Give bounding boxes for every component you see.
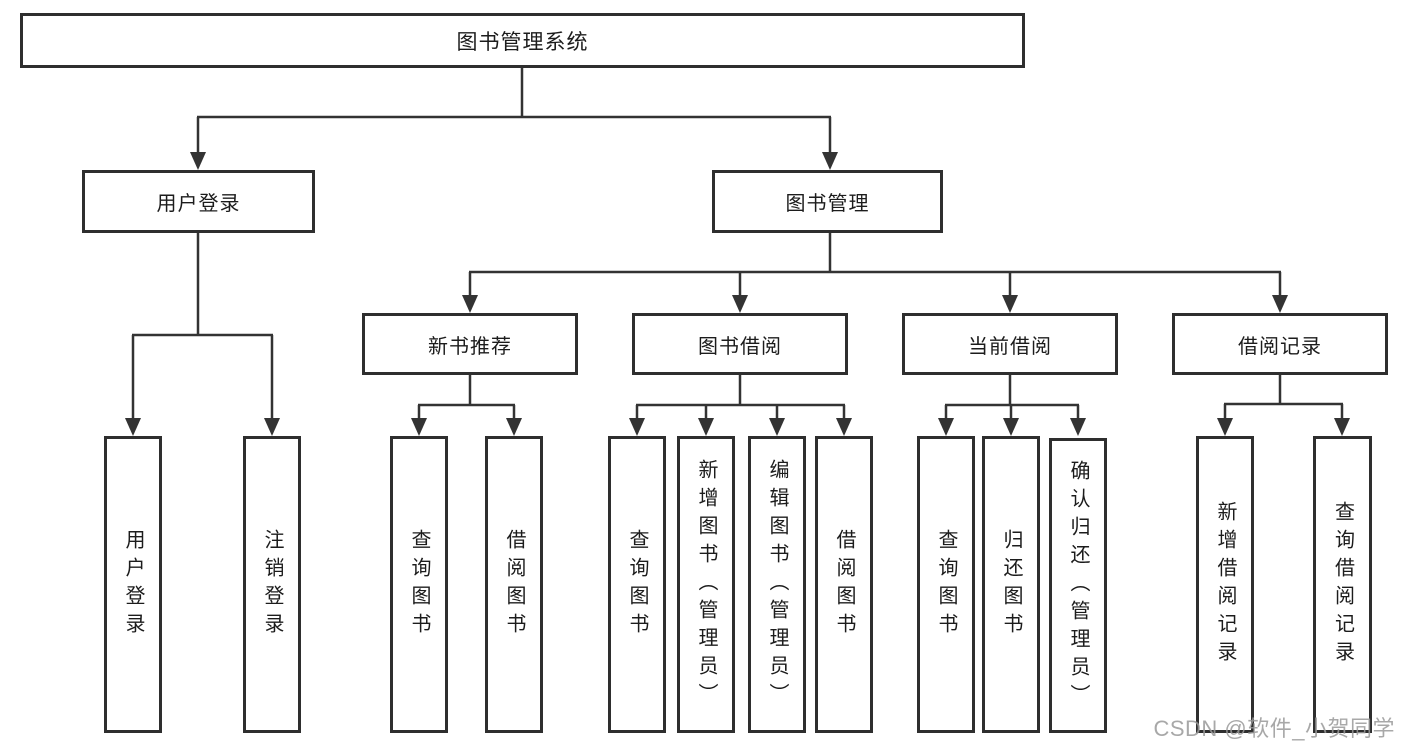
node-label: 确认归还（管理员） bbox=[1067, 459, 1089, 712]
leaf-query-books-current: 查询图书 bbox=[917, 436, 975, 733]
node-label: 借阅图书 bbox=[503, 528, 525, 641]
node-book-management: 图书管理 bbox=[712, 170, 943, 233]
leaf-logout: 注销登录 bbox=[243, 436, 301, 733]
node-label: 图书管理 bbox=[785, 193, 870, 215]
node-label: 借阅图书 bbox=[833, 528, 855, 641]
node-label: 图书借阅 bbox=[698, 335, 782, 358]
node-current-borrowing: 当前借阅 bbox=[902, 313, 1118, 375]
leaf-add-borrow-record: 新增借阅记录 bbox=[1196, 436, 1254, 733]
node-user-login: 用户登录 bbox=[82, 170, 315, 233]
leaf-borrow-books-recommend: 借阅图书 bbox=[485, 436, 543, 733]
node-label: 归还图书 bbox=[1000, 528, 1022, 641]
node-borrowing-records: 借阅记录 bbox=[1172, 313, 1388, 375]
leaf-query-books-recommend: 查询图书 bbox=[390, 436, 448, 733]
node-book-borrowing: 图书借阅 bbox=[632, 313, 848, 375]
leaf-confirm-return-admin: 确认归还（管理员） bbox=[1049, 438, 1107, 733]
node-label: 查询图书 bbox=[408, 528, 430, 641]
leaf-add-books-admin: 新增图书（管理员） bbox=[677, 436, 735, 733]
csdn-watermark: CSDN @软件_小贺同学 bbox=[1153, 716, 1395, 741]
node-label: 查询借阅记录 bbox=[1331, 500, 1354, 669]
leaf-query-borrow-record: 查询借阅记录 bbox=[1313, 436, 1372, 733]
node-label: 当前借阅 bbox=[968, 335, 1052, 358]
leaf-return-books: 归还图书 bbox=[982, 436, 1040, 733]
node-label: 注销登录 bbox=[261, 528, 283, 641]
leaf-borrow-books: 借阅图书 bbox=[815, 436, 873, 733]
node-label: 新书推荐 bbox=[428, 335, 512, 358]
node-label: 编辑图书（管理员） bbox=[766, 458, 788, 711]
node-new-book-recommend: 新书推荐 bbox=[362, 313, 578, 375]
leaf-user-login: 用户登录 bbox=[104, 436, 162, 733]
node-label: 查询图书 bbox=[935, 528, 957, 641]
node-label: 新增借阅记录 bbox=[1214, 500, 1236, 669]
node-label: 查询图书 bbox=[626, 528, 648, 641]
node-label: 新增图书（管理员） bbox=[695, 458, 717, 711]
node-label: 借阅记录 bbox=[1238, 335, 1322, 358]
leaf-edit-books-admin: 编辑图书（管理员） bbox=[748, 436, 806, 733]
leaf-query-books-borrow: 查询图书 bbox=[608, 436, 666, 733]
node-library-management-system: 图书管理系统 bbox=[20, 13, 1025, 68]
node-label: 用户登录 bbox=[122, 528, 144, 641]
node-label: 图书管理系统 bbox=[456, 30, 589, 54]
node-label: 用户登录 bbox=[156, 193, 241, 215]
